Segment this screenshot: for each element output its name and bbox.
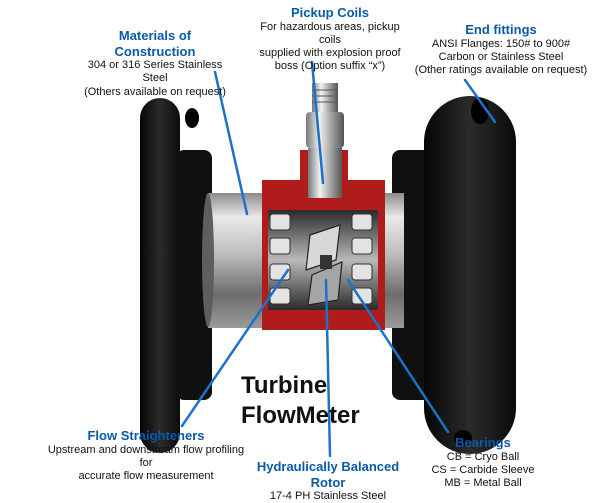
flow-straighteners-title: Flow Straighteners bbox=[87, 428, 205, 443]
materials-line-2: (Others available on request) bbox=[84, 85, 226, 98]
rotor-title: Hydraulically Balanced Rotor bbox=[256, 459, 400, 490]
product-name-line-2: FlowMeter bbox=[241, 402, 360, 429]
rotor-line-1: 17-4 PH Stainless Steel bbox=[269, 490, 387, 503]
flow-straighteners-callout: Flow Straighteners Upstream and downstre… bbox=[40, 428, 252, 483]
bearings-line-2: CS = Carbide Sleeve bbox=[431, 463, 535, 476]
bearings-callout: Bearings CB = Cryo Ball CS = Carbide Sle… bbox=[418, 435, 548, 490]
end-fittings-line-2: Carbon or Stainless Steel bbox=[438, 50, 564, 63]
pickup-coils-line-1: For hazardous areas, pickup coils bbox=[260, 20, 400, 46]
bearings-line-1: CB = Cryo Ball bbox=[446, 450, 520, 463]
flow-straighteners-line-1: Upstream and downstream flow profiling f… bbox=[47, 443, 245, 469]
end-fittings-line-1: ANSI Flanges: 150# to 900# bbox=[431, 37, 571, 50]
rotor-callout: Hydraulically Balanced Rotor 17-4 PH Sta… bbox=[244, 459, 412, 503]
materials-line-1: 304 or 316 Series Stainless Steel bbox=[87, 59, 223, 85]
end-fittings-line-3: (Other ratings available on request) bbox=[414, 63, 588, 76]
materials-title: Materials of Construction bbox=[114, 28, 196, 59]
bearings-line-3: MB = Metal Ball bbox=[444, 476, 522, 489]
product-name-line-1: Turbine bbox=[241, 372, 328, 399]
right-flange bbox=[392, 96, 516, 454]
pickup-coils-line-3: boss (Option suffix “x”) bbox=[274, 60, 386, 73]
flow-straighteners-line-2: accurate flow measurement bbox=[78, 469, 214, 482]
product-name: Turbine FlowMeter bbox=[241, 371, 360, 431]
leader-lines bbox=[180, 60, 497, 458]
end-fittings-callout: End fittings ANSI Flanges: 150# to 900# … bbox=[412, 22, 590, 77]
pickup-coils-line-2: supplied with explosion proof bbox=[259, 46, 401, 59]
left-flange bbox=[140, 98, 212, 453]
pickup-coils-title: Pickup Coils bbox=[290, 5, 370, 20]
pickup-coil-fitting bbox=[306, 83, 344, 198]
cutaway-section bbox=[262, 150, 385, 330]
pickup-coils-callout: Pickup Coils For hazardous areas, pickup… bbox=[250, 5, 410, 73]
bearings-title: Bearings bbox=[455, 435, 511, 450]
end-fittings-title: End fittings bbox=[465, 22, 537, 37]
materials-callout: Materials of Construction 304 or 316 Ser… bbox=[80, 28, 230, 99]
